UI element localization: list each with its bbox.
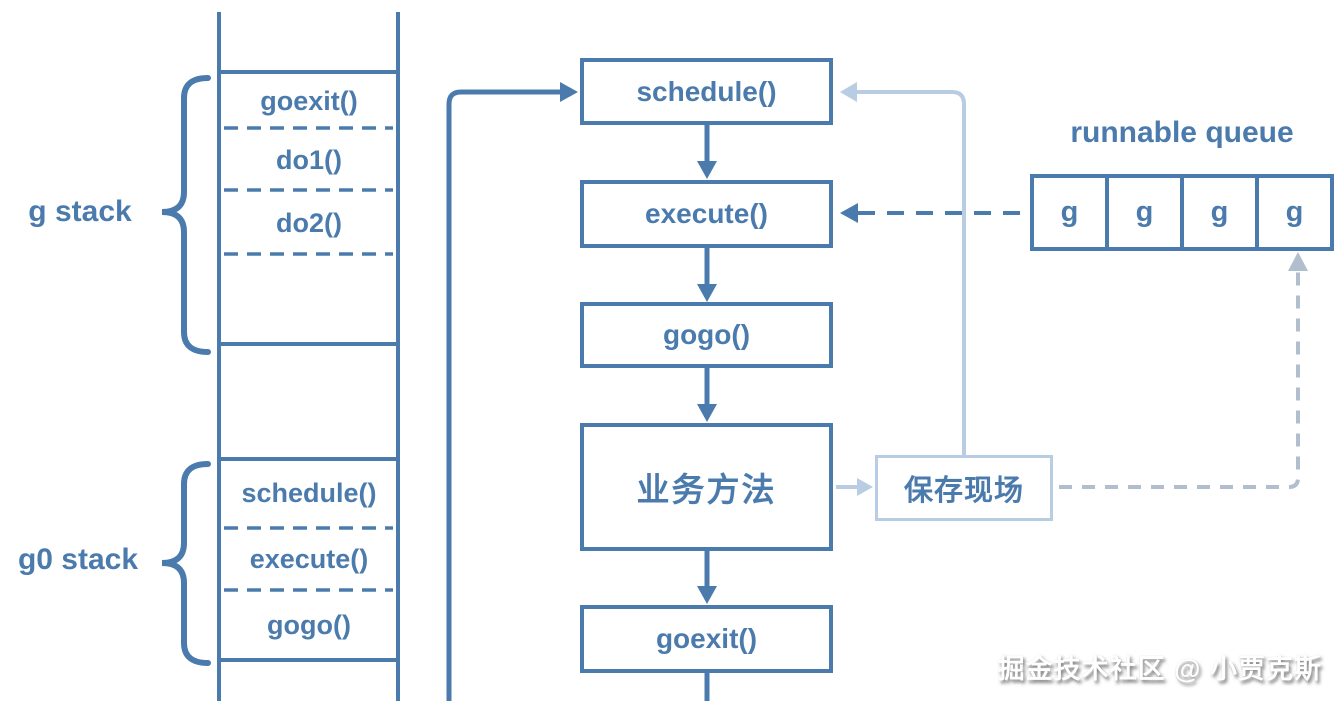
queue-cell: g <box>1184 178 1259 247</box>
flow-node-execute: execute() <box>580 180 833 248</box>
flow-connector-arrows <box>697 125 717 701</box>
queue-cell: g <box>1034 178 1109 247</box>
stack-solid-boundaries <box>217 70 400 662</box>
save-context-box: 保存现场 <box>875 455 1053 521</box>
stack-dashed-dividers <box>224 126 393 592</box>
flow-node-gogo: gogo() <box>580 302 833 368</box>
biz-to-save-arrowhead <box>857 478 873 496</box>
stack-column-walls <box>217 12 400 701</box>
stack-frame-schedule: schedule() <box>241 478 377 508</box>
g-stack-brace <box>161 75 211 355</box>
stack-frame-do2: do2() <box>276 207 342 238</box>
flow-node-schedule: schedule() <box>580 58 833 125</box>
stack-frame-gogo: gogo() <box>267 609 351 640</box>
queue-to-execute-arrowhead <box>840 203 858 223</box>
flow-node-business-method: 业务方法 <box>580 423 833 551</box>
queue-cell: g <box>1285 196 1304 228</box>
loopback-arrowhead <box>560 82 578 102</box>
runnable-queue: g g g g <box>1030 174 1334 251</box>
save-to-queue-arrowhead <box>1288 252 1308 271</box>
g0-stack-label: g0 stack <box>17 543 139 576</box>
g-stack-label: g stack <box>28 195 132 228</box>
runnable-queue-title: runnable queue <box>1070 116 1294 149</box>
stack-frame-do1: do1() <box>276 144 342 175</box>
stack-frame-goexit: goexit() <box>260 85 358 116</box>
save-to-schedule-line <box>854 90 966 455</box>
queue-cell: g <box>1109 178 1184 247</box>
save-to-queue-dashed <box>1059 267 1300 489</box>
g0-stack-brace <box>161 461 211 666</box>
flow-node-goexit: goexit() <box>580 605 833 673</box>
save-to-schedule-arrowhead <box>840 82 857 102</box>
stack-frame-execute: execute() <box>249 543 369 574</box>
loopback-line <box>446 89 561 701</box>
watermark: 掘金技术社区 @ 小贾克斯 <box>997 654 1322 684</box>
